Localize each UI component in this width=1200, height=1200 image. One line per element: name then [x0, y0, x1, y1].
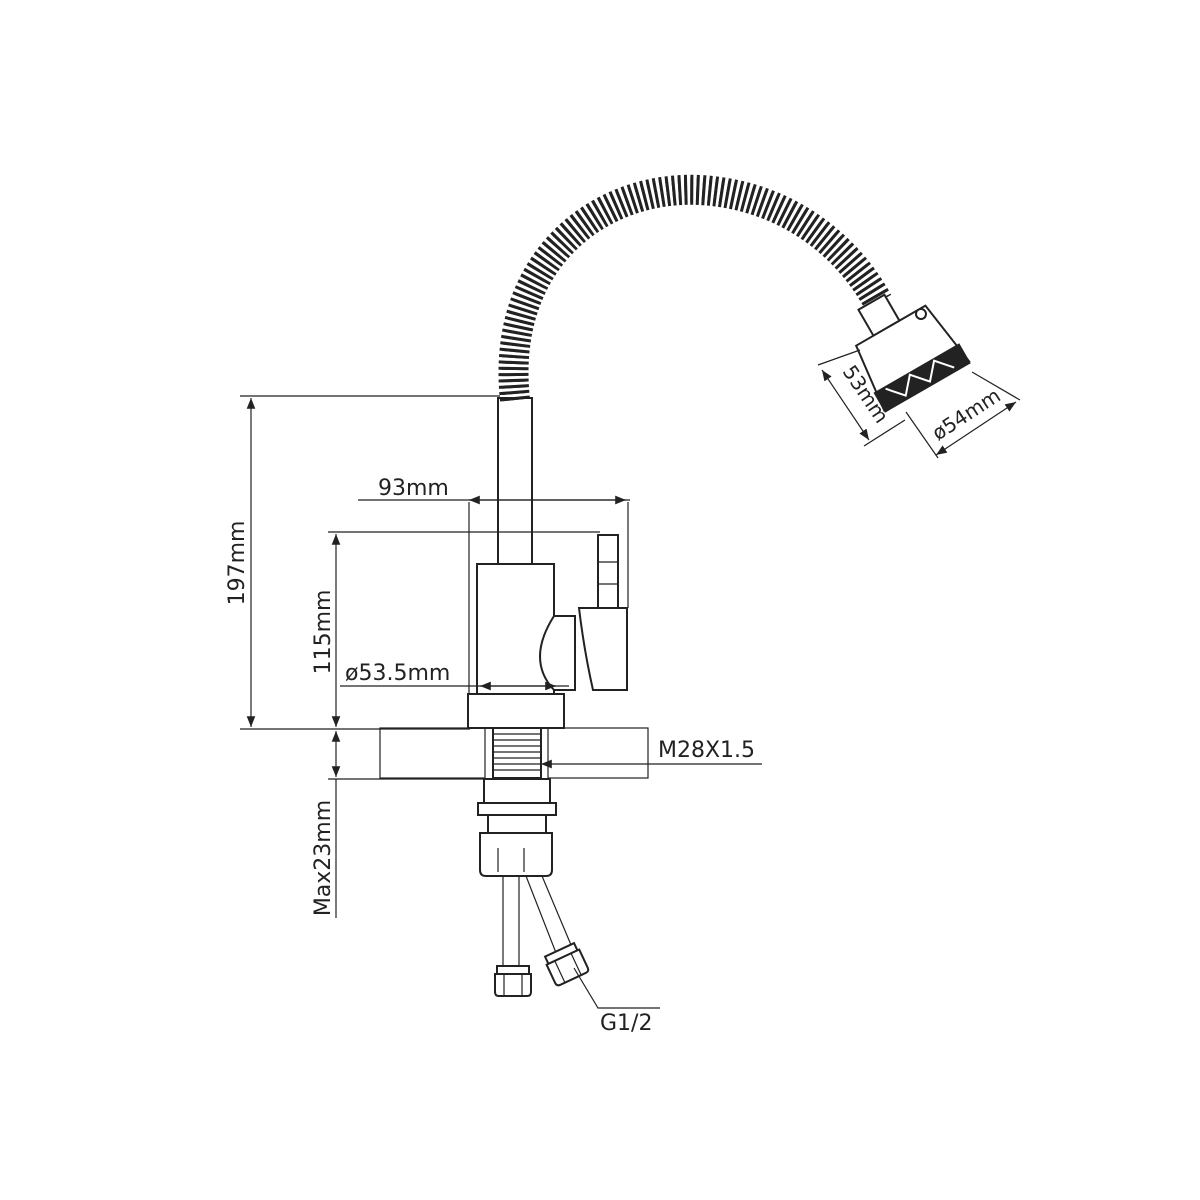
countertop: [379, 727, 649, 779]
dimension-hose-connection-label: G1/2: [600, 1011, 652, 1036]
dimension-thread-label: M28X1.5: [658, 738, 755, 763]
dimension-thread: M28X1.5: [541, 738, 762, 769]
dimension-115: 115mm: [311, 531, 600, 727]
threaded-shank: [492, 727, 542, 779]
dimension-197: 197mm: [225, 395, 500, 730]
dimension-max-counter: Max23mm: [311, 731, 486, 918]
flexible-spout: [498, 174, 892, 402]
spray-head: [854, 293, 971, 413]
supply-hoses: [494, 875, 590, 997]
dimension-base-diameter: ø53.5mm: [340, 661, 569, 691]
dimension-max-counter-label: Max23mm: [311, 800, 336, 916]
dimension-hose-connection: G1/2: [573, 967, 660, 1036]
dimension-93: 93mm: [358, 476, 630, 694]
dimension-base-diameter-label: ø53.5mm: [345, 661, 450, 686]
faucet-body: [467, 397, 565, 729]
dimension-93-label: 93mm: [378, 476, 449, 501]
dimension-115-label: 115mm: [311, 590, 336, 675]
dimension-197-label: 197mm: [225, 521, 250, 606]
dimension-head-diameter-label: ø54mm: [928, 383, 1005, 445]
lever-handle: [539, 534, 628, 691]
lock-nut: [477, 778, 557, 877]
